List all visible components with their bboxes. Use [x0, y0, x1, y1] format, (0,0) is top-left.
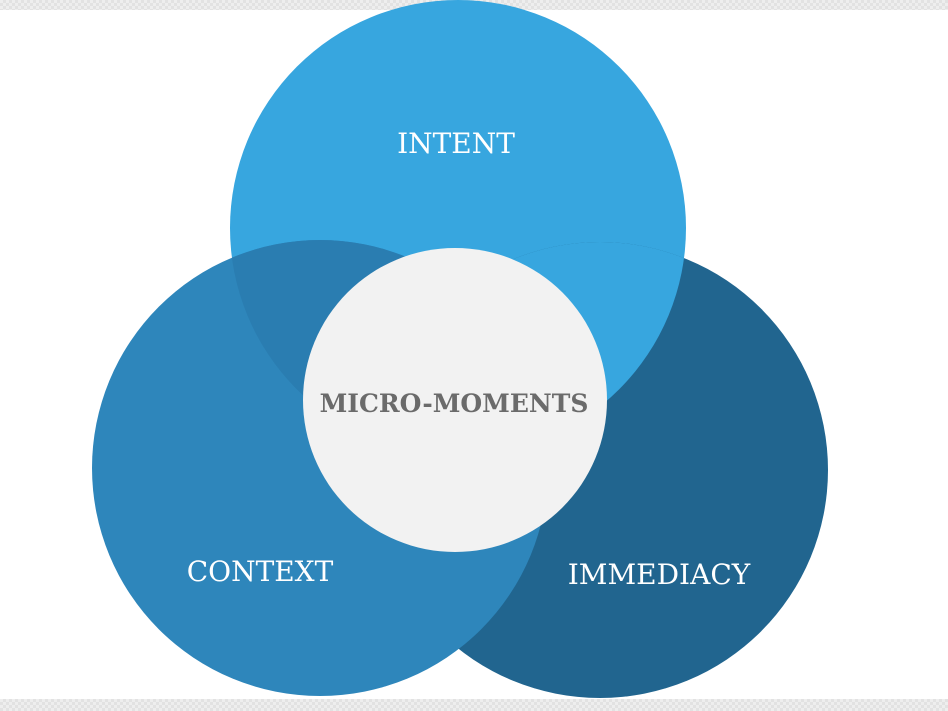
immediacy-label: IMMEDIACY: [568, 558, 751, 591]
micro-moments-circle: [303, 248, 607, 552]
micro-moments-label: MICRO-MOMENTS: [320, 389, 589, 418]
intent-label: INTENT: [397, 127, 515, 160]
context-label: CONTEXT: [187, 555, 334, 588]
bottom-border-strip: [0, 699, 948, 711]
